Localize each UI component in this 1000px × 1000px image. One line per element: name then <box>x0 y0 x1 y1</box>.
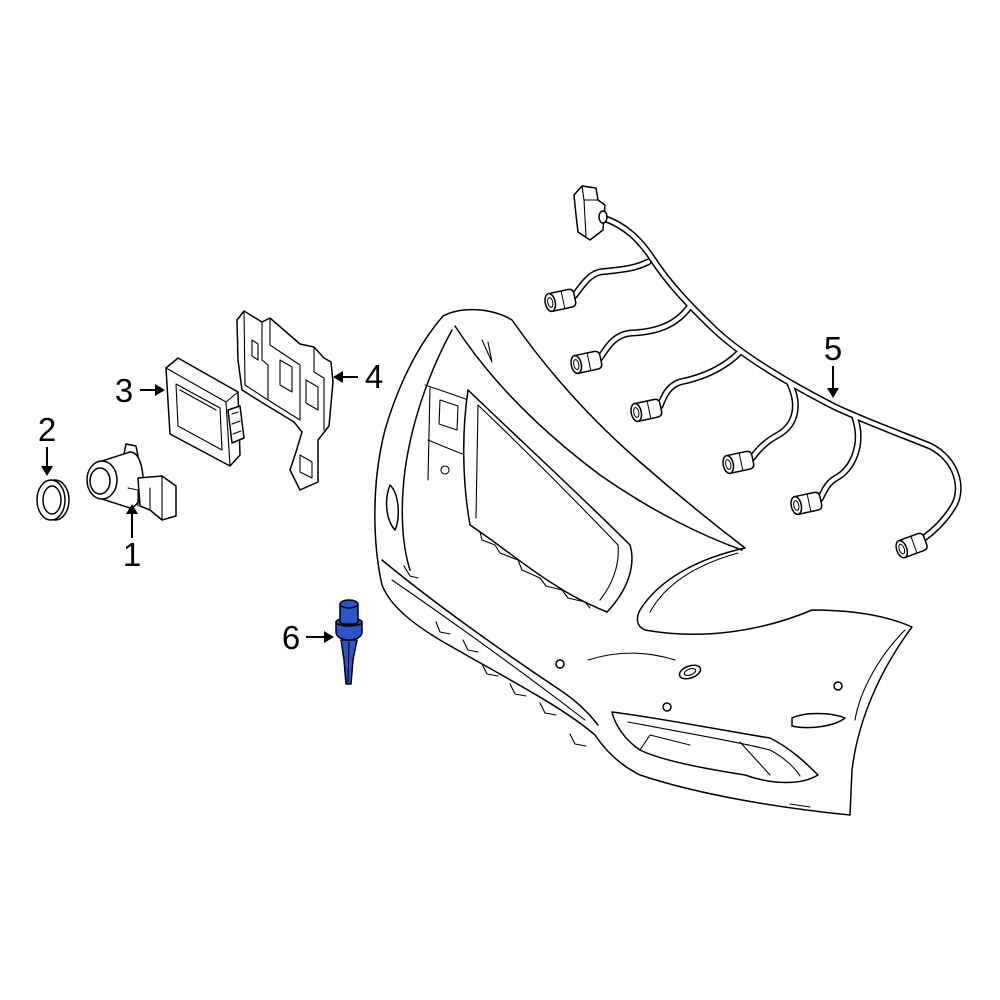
harness-sensor-connector <box>628 397 664 424</box>
harness-main-connector <box>573 185 608 241</box>
wiring-harness-icon <box>542 185 959 561</box>
grille-opening <box>463 389 633 613</box>
harness-sensor-connector <box>788 490 824 517</box>
sensor-hole <box>555 659 565 669</box>
clip-icon <box>335 599 363 685</box>
callout-3: 3 <box>115 372 165 409</box>
callout-6: 6 <box>282 619 334 656</box>
harness-sensor-connector <box>542 287 578 314</box>
lower-grille-slots <box>403 565 587 747</box>
callout-4: 4 <box>333 358 383 395</box>
washer-nozzle-opening <box>678 664 702 680</box>
callout-label: 2 <box>38 411 56 448</box>
callout-5: 5 <box>824 330 842 398</box>
callout-label: 4 <box>365 358 383 395</box>
module-bracket-icon <box>236 310 334 491</box>
harness-sensor-connector <box>893 531 930 561</box>
control-module-icon <box>165 357 245 467</box>
sensor-ring-icon <box>36 479 70 521</box>
sensor-hole <box>662 702 672 712</box>
front-bumper-cover <box>374 308 913 816</box>
parking-sensor-icon <box>86 443 177 521</box>
callout-label: 6 <box>282 619 300 656</box>
callout-label: 3 <box>115 372 133 409</box>
sensor-hole <box>833 681 843 691</box>
callout-2: 2 <box>38 411 56 476</box>
harness-sensor-connector <box>720 449 756 476</box>
callout-1: 1 <box>123 504 141 573</box>
callout-label: 1 <box>123 536 141 573</box>
callout-label: 5 <box>824 330 842 367</box>
fog-lamp-recess <box>611 711 819 784</box>
harness-sensor-connector <box>568 349 604 376</box>
